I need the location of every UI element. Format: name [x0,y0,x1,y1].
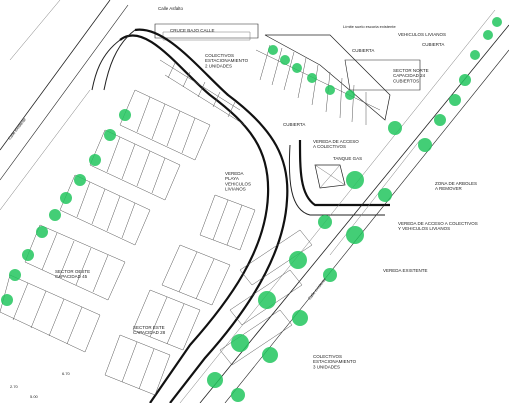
label-vehiculos-livianos-top: VEHICULOS LIVIANOS [398,32,446,37]
main-access-road [91,28,289,403]
label-dim-3: 5.00 [30,394,39,399]
label-cubierta-top: CUBIERTA [352,48,374,53]
label-line: 2 UNIDADES [205,63,232,68]
bus-stalls-bottom [219,229,313,366]
label-line: CAPACIDAD 45 [55,274,88,279]
label-line: 3 UNIDADES [313,364,340,369]
label-line: CAPACIDAD 28 [133,330,166,335]
label-line: COLECTIVOS [205,53,234,58]
label-line: LIVIANOS [225,187,246,192]
access-road-east [288,139,390,216]
label-limite-suelo: Límite suelo escoria existente [343,24,396,29]
label-line: SECTOR NORTE [393,68,429,73]
label-line: COLECTIVOS [313,354,342,359]
label-cubierta-right: CUBIERTA [422,42,444,47]
label-line: ZONA DE ARBOLES [435,181,477,186]
label-line: VEHICULOS [225,181,251,186]
trees [1,17,502,402]
label-line: ESTACIONAMIENTO [205,58,249,63]
top-row-stalls [159,59,246,126]
label-dim-1: 2.70 [10,384,19,389]
label-line: A COLECTIVOS [313,144,346,149]
label-line: VEREDA DE ACCESO A COLECTIVOS [398,221,478,226]
label-tanque-gas: TANQUE GAS [333,156,362,161]
label-line: SECTOR ESTE [133,325,165,330]
label-line: VEREDA [225,171,244,176]
label-line: CUBIERTOS [393,78,419,83]
label-line: VEREDA DE ACCESO [313,139,359,144]
label-line: A REMOVER [435,186,463,191]
label-vereda-existente: VEREDA EXISTENTE [383,268,428,273]
tanque-gas [314,164,346,189]
label-cruce-bajo-calle: CRUCE BAJO CALLE [170,28,215,33]
east-boundary [179,9,509,403]
street-edges [0,0,129,211]
label-calle-existente-2: Calle existente [7,116,28,140]
label-line: ESTACIONAMIENTO [313,359,357,364]
label-line: PLAYA [225,176,239,181]
label-line: Y VEHICULOS LIVIANOS [398,226,450,231]
label-cubierta-mid: CUBIERTA [283,122,305,127]
sector-oeste-parking [0,89,211,353]
label-dim-2: 6.70 [62,371,71,376]
label-calle-asfalto: Calle Asfalto [158,6,184,11]
sector-este-parking [104,194,256,396]
label-calle-existente: Calle existente [307,276,328,300]
label-line: SECTOR OESTE [55,269,90,274]
label-line: CAPACIDAD 24 [393,73,426,78]
